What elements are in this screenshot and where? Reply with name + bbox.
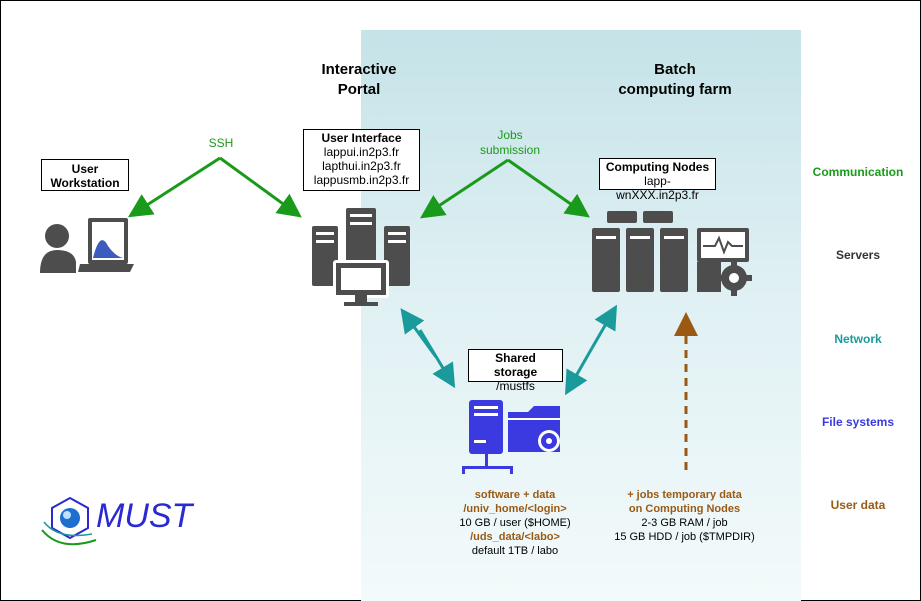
ui-host-2: lapthui.in2p3.fr <box>322 159 401 173</box>
workstation-label-line2: Workstation <box>50 176 120 190</box>
network-arrow-portal-storage <box>400 308 456 389</box>
farm-heading-line2: computing farm <box>618 81 732 98</box>
layer-network-label: Network <box>834 332 882 346</box>
portal-heading-line2: Portal <box>337 81 381 98</box>
portal-heading: Interactive Portal <box>300 60 418 100</box>
workstation-box: User Workstation <box>41 159 129 191</box>
ssh-arrow <box>127 156 302 218</box>
ui-host-3: lappusmb.in2p3.fr <box>313 173 410 187</box>
computing-nodes-host: lapp-wnXXX.in2p3.fr <box>616 174 699 202</box>
ssh-label: SSH <box>208 136 234 150</box>
farm-heading-line1: Batch <box>654 61 696 78</box>
shared-storage-icon <box>462 400 560 474</box>
must-logo-text: MUST <box>96 497 193 535</box>
storage-info-line2: /univ_home/<login> <box>463 503 567 515</box>
network-arrow-farm-storage <box>565 304 618 396</box>
jobs-info: + jobs temporary data on Computing Nodes… <box>602 488 767 544</box>
computing-nodes-title: Computing Nodes <box>605 160 710 174</box>
computing-nodes-box: Computing Nodes lapp-wnXXX.in2p3.fr <box>599 158 716 202</box>
jobs-info-line2: on Computing Nodes <box>628 503 741 515</box>
jobs-submission-arrow <box>419 158 590 219</box>
batch-background-panel <box>361 30 801 601</box>
jobs-info-line4: 15 GB HDD / job ($TMPDIR) <box>614 531 755 543</box>
shared-storage-box: Shared storage /mustfs <box>468 349 563 393</box>
jobs-info-line3: 2-3 GB RAM / job <box>641 517 728 529</box>
storage-info-line1: software + data <box>474 489 556 501</box>
user-interface-title: User Interface <box>321 131 402 145</box>
storage-info: software + data /univ_home/<login> 10 GB… <box>440 488 590 558</box>
must-logo-icon <box>41 496 97 546</box>
layer-userdata-label: User data <box>830 498 886 512</box>
portal-heading-line1: Interactive <box>321 61 397 78</box>
layer-communication-label: Communication <box>812 165 904 179</box>
jobs-label-line2: submission <box>479 143 541 157</box>
shared-storage-title: Shared storage <box>493 351 538 379</box>
workstation-label-line1: User <box>71 162 99 176</box>
layer-servers-label: Servers <box>835 248 881 262</box>
storage-info-line3: 10 GB / user ($HOME) <box>459 517 571 529</box>
farm-heading: Batch computing farm <box>600 60 750 100</box>
shared-storage-path: /mustfs <box>496 379 535 393</box>
storage-info-line5: default 1TB / labo <box>471 545 559 557</box>
jobs-label-line1: Jobs <box>497 128 523 142</box>
jobs-info-line1: + jobs temporary data <box>627 489 742 501</box>
layer-filesystems-label: File systems <box>821 415 895 429</box>
user-interface-box: User Interface lappui.in2p3.fr lapthui.i… <box>303 129 420 191</box>
jobs-submission-label: Jobs submission <box>468 128 552 158</box>
portal-server-icon <box>312 208 410 306</box>
storage-info-line4: /uds_data/<labo> <box>470 531 560 543</box>
user-workstation-icon <box>40 218 134 273</box>
ui-host-1: lappui.in2p3.fr <box>323 145 400 159</box>
computing-nodes-icon <box>592 211 752 296</box>
